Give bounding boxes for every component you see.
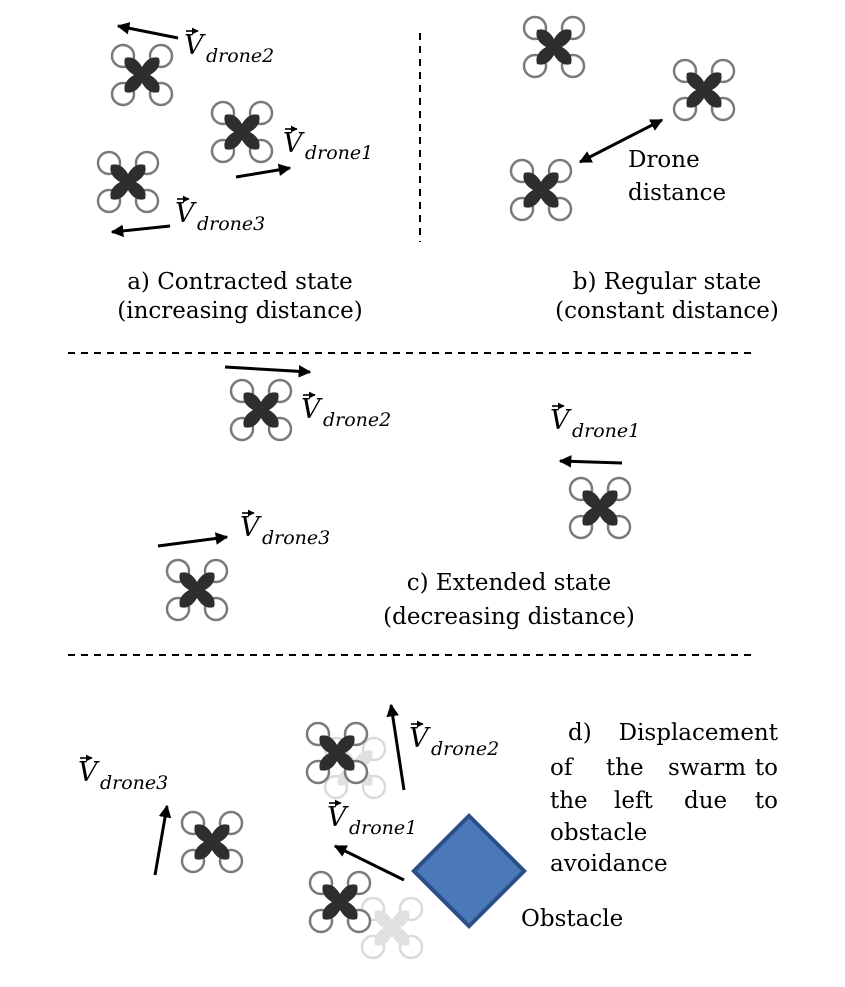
caption-d-word: to [755, 755, 778, 781]
svg-text:drone2: drone2 [431, 738, 499, 760]
drone-icon [522, 15, 586, 79]
caption-d-word: left [614, 788, 653, 814]
svg-text:V: V [240, 512, 262, 543]
drone-distance-label-line2: distance [628, 180, 726, 206]
drone-icon [568, 476, 632, 540]
caption-d-word: swarm [668, 755, 746, 781]
drone-icon [180, 810, 244, 874]
caption-d-word: to [755, 788, 778, 814]
svg-text:drone2: drone2 [206, 45, 274, 67]
svg-text:drone1: drone1 [349, 817, 417, 839]
svg-text:V: V [283, 128, 305, 159]
caption-d: d) Displacement of the swarm to the left… [550, 720, 779, 877]
obstacle-label: Obstacle [521, 906, 623, 932]
drone-icon [308, 870, 372, 934]
vector-label-drone1: V drone1 [550, 402, 640, 442]
drone-icon [229, 378, 293, 442]
svg-text:drone1: drone1 [572, 420, 640, 442]
drone-icon [672, 58, 736, 122]
svg-text:drone3: drone3 [100, 772, 168, 794]
caption-c-line2: (decreasing distance) [383, 604, 635, 630]
distance-arrow [578, 118, 664, 164]
caption-d-line4: obstacle [550, 820, 647, 846]
svg-text:drone3: drone3 [197, 213, 265, 235]
caption-d-line1-right: Displacement [619, 720, 779, 746]
panel-c: V drone2 V drone1 V drone3 c) Extended s… [157, 365, 640, 630]
caption-b-line1: b) Regular state [573, 269, 761, 295]
velocity-arrow [157, 532, 229, 548]
svg-text:drone2: drone2 [323, 409, 391, 431]
svg-text:V: V [184, 30, 206, 61]
velocity-arrow [333, 844, 405, 882]
velocity-arrow [153, 804, 172, 876]
vector-label-drone1: V drone1 [327, 799, 417, 839]
velocity-arrow [116, 22, 179, 40]
panel-a: V drone2 V drone1 V drone3 a) Contracted… [96, 22, 373, 324]
svg-text:drone1: drone1 [305, 142, 373, 164]
caption-b-line2: (constant distance) [555, 298, 779, 324]
velocity-arrow [235, 163, 292, 179]
vector-label-drone2: V drone2 [409, 720, 499, 760]
vector-label-drone1: V drone1 [283, 125, 373, 164]
caption-c-line1: c) Extended state [407, 570, 612, 596]
vector-label-drone2: V drone2 [184, 27, 274, 67]
drone-icon [305, 721, 369, 785]
velocity-arrow [558, 455, 623, 468]
vector-label-drone3: V drone3 [240, 509, 330, 549]
caption-d-word: due [684, 788, 727, 814]
caption-d-word: the [606, 755, 644, 781]
caption-a-line2: (increasing distance) [117, 298, 362, 324]
drone-icon [96, 150, 160, 214]
svg-text:V: V [409, 723, 431, 754]
svg-text:drone3: drone3 [262, 527, 330, 549]
panel-d: Obstacle V drone2 V drone1 V drone3 d) D… [78, 703, 779, 960]
caption-d-word: the [550, 788, 588, 814]
panel-b: Drone distance b) Regular state (constan… [509, 15, 779, 324]
svg-text:V: V [78, 757, 100, 788]
caption-d-word: of [550, 755, 574, 781]
vector-label-drone3: V drone3 [78, 754, 168, 794]
drone-icon [210, 100, 274, 164]
drone-icon [165, 558, 229, 622]
velocity-arrow [224, 365, 312, 378]
velocity-arrow [110, 224, 171, 238]
caption-d-line1-left: d) [568, 720, 592, 746]
svg-text:V: V [550, 405, 572, 436]
vector-label-drone3: V drone3 [175, 195, 265, 235]
svg-text:V: V [301, 394, 323, 425]
drone-icon [110, 43, 174, 107]
drone-distance-label-line1: Drone [628, 147, 700, 173]
caption-a-line1: a) Contracted state [127, 269, 353, 295]
svg-text:V: V [175, 198, 197, 229]
vector-label-drone2: V drone2 [301, 391, 391, 431]
velocity-arrow [386, 703, 406, 791]
caption-d-line5: avoidance [550, 851, 668, 877]
svg-text:V: V [327, 802, 349, 833]
obstacle-shape [411, 813, 527, 929]
drone-icon [509, 158, 573, 222]
ghost-drone-icon [360, 896, 424, 960]
